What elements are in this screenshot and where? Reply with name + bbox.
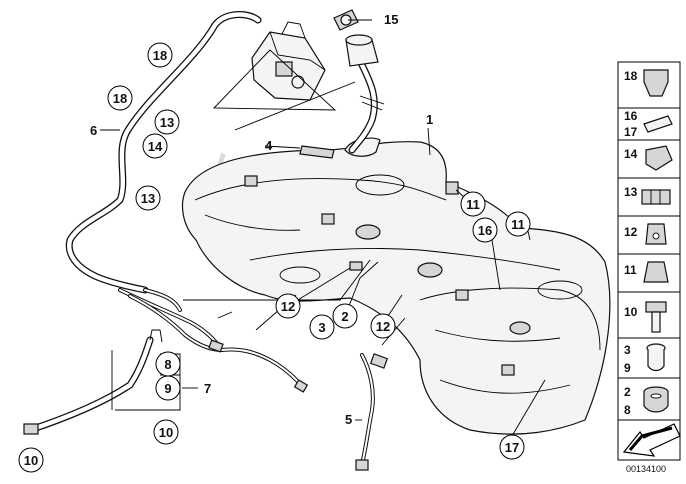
svg-text:14: 14 [624, 147, 638, 161]
hose-part-4 [299, 145, 335, 159]
callout-10a[interactable]: 10 [153, 419, 179, 445]
svg-text:11: 11 [624, 263, 637, 277]
legend-item-12[interactable]: 12 [624, 223, 667, 245]
label-15[interactable]: 15 [384, 12, 398, 27]
canister-outline [212, 49, 337, 111]
callout-13a[interactable]: 13 [154, 109, 180, 135]
callout-16[interactable]: 16 [472, 217, 498, 243]
svg-text:18: 18 [624, 69, 638, 83]
svg-text:13: 13 [160, 115, 174, 130]
carbon-canister [251, 21, 326, 101]
callout-11b[interactable]: 11 [505, 211, 531, 237]
label-6[interactable]: 6 [90, 123, 97, 138]
callout-9[interactable]: 9 [155, 375, 181, 401]
legend-item-2-8[interactable]: 2 8 [624, 385, 669, 417]
callout-13b[interactable]: 13 [135, 185, 161, 211]
legend-item-10[interactable]: 10 [624, 301, 667, 333]
svg-text:2: 2 [624, 385, 631, 399]
svg-text:12: 12 [376, 319, 390, 334]
label-1[interactable]: 1 [426, 112, 433, 127]
fitting-e [349, 261, 363, 271]
svg-text:18: 18 [113, 91, 127, 106]
fitting-11 [445, 181, 459, 195]
svg-text:3: 3 [318, 320, 325, 335]
fuel-lines [118, 288, 309, 393]
legend-item-18[interactable]: 18 [624, 69, 669, 97]
break-mark [359, 95, 385, 111]
svg-text:9: 9 [164, 381, 171, 396]
legend-item-16-17[interactable]: 16 17 [624, 109, 673, 139]
callout-18b[interactable]: 18 [107, 85, 133, 111]
legend-item-14[interactable]: 14 [624, 145, 673, 171]
label-4[interactable]: 4 [265, 138, 273, 153]
legend-item-3-9[interactable]: 3 9 [624, 343, 666, 375]
svg-text:8: 8 [624, 403, 631, 417]
diagram-reference-number: 00134100 [626, 464, 666, 474]
sensor-line [355, 353, 389, 471]
svg-text:12: 12 [624, 225, 638, 239]
legend-item-13[interactable]: 13 [624, 185, 671, 205]
svg-text:9: 9 [624, 361, 631, 375]
svg-text:8: 8 [164, 357, 171, 372]
legend-panel: 18 16 17 14 13 12 11 [617, 61, 681, 461]
svg-text:11: 11 [466, 197, 480, 212]
callout-17[interactable]: 17 [499, 434, 525, 460]
callout-12b[interactable]: 12 [370, 313, 396, 339]
legend-item-11[interactable]: 11 [624, 261, 669, 283]
callout-14[interactable]: 14 [142, 133, 168, 159]
fitting-b [501, 364, 515, 376]
svg-text:10: 10 [159, 425, 173, 440]
callout-10b[interactable]: 10 [18, 447, 44, 473]
canister-leader [234, 81, 356, 131]
callout-18a[interactable]: 18 [147, 42, 173, 68]
svg-text:17: 17 [505, 440, 519, 455]
callout-11a[interactable]: 11 [460, 191, 486, 217]
callout-8[interactable]: 8 [155, 351, 181, 377]
callout-3[interactable]: 3 [309, 314, 335, 340]
svg-text:13: 13 [624, 185, 638, 199]
svg-text:16: 16 [624, 109, 638, 123]
svg-text:12: 12 [281, 299, 295, 314]
svg-text:14: 14 [148, 139, 163, 154]
fuel-cap [333, 9, 359, 31]
svg-text:13: 13 [141, 191, 155, 206]
svg-text:16: 16 [478, 223, 492, 238]
label-7[interactable]: 7 [204, 381, 211, 396]
fitting-c [321, 213, 335, 225]
legend-arrow-icon [622, 423, 681, 457]
fitting-a [455, 289, 469, 301]
callout-2[interactable]: 2 [332, 303, 358, 329]
svg-text:2: 2 [341, 309, 348, 324]
svg-text:3: 3 [624, 343, 631, 357]
label-5[interactable]: 5 [345, 412, 352, 427]
svg-text:10: 10 [624, 305, 638, 319]
svg-text:10: 10 [24, 453, 38, 468]
filler-pipe [345, 34, 379, 154]
fitting-d [244, 175, 258, 187]
tank-strap [23, 329, 163, 435]
callout-12a[interactable]: 12 [275, 293, 301, 319]
svg-text:11: 11 [511, 217, 525, 232]
svg-text:18: 18 [153, 48, 167, 63]
svg-text:17: 17 [624, 125, 638, 139]
vent-line [65, 11, 262, 312]
